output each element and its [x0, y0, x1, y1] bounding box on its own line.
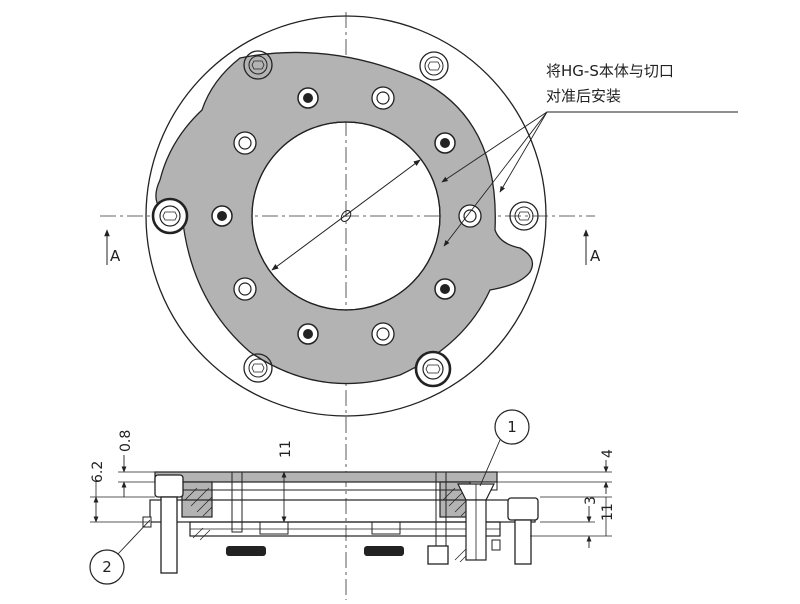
counterbore-hole-icon — [371, 86, 395, 110]
locating-screw-icon — [414, 350, 452, 388]
left-pin — [231, 471, 243, 533]
dim-4: 4 — [600, 449, 616, 458]
top-view: 将HG-S本体与切口 对准后安装 A A — [100, 12, 738, 600]
dimension-left — [90, 455, 155, 523]
counterbore-hole-icon — [434, 278, 456, 300]
counterbore-hole-icon — [233, 131, 257, 155]
callout-1-label: 1 — [507, 418, 517, 436]
left-screw-icon — [142, 474, 184, 574]
annotation-leaders — [441, 111, 738, 247]
callout-2 — [89, 519, 151, 585]
dim-11-center: 11 — [278, 440, 294, 458]
section-view: 0.8 6.2 11 4 3 11 1 — [89, 409, 616, 585]
section-pocket-right — [371, 521, 401, 535]
counterbore-hole-icon — [297, 87, 319, 109]
counterbore-hole-icon — [297, 323, 319, 345]
socket-screw-icon — [509, 201, 539, 231]
callout-2-label: 2 — [102, 558, 112, 576]
outer-socket-screws — [151, 50, 539, 388]
dim-6-2: 6.2 — [90, 461, 106, 483]
socket-screw-icon — [243, 353, 273, 383]
socket-screw-icon — [243, 50, 273, 80]
dimension-right — [497, 460, 612, 548]
socket-screw-icon — [419, 51, 449, 81]
inner-bore-circle — [251, 121, 441, 311]
locating-screw-icon — [151, 197, 189, 235]
counterbore-hole-icon — [371, 322, 395, 346]
outer-plate-circle — [145, 15, 547, 417]
ring-holes — [211, 86, 482, 346]
annotation-line-1: 将HG-S本体与切口 — [546, 62, 674, 80]
callout-1 — [479, 409, 530, 487]
section-label-right: A — [590, 247, 601, 265]
diameter-dimension-line — [271, 159, 421, 271]
counterbore-hole-icon — [233, 277, 257, 301]
counterbore-hole-icon — [458, 204, 482, 228]
dim-11-right: 11 — [600, 503, 616, 521]
dim-0-8: 0.8 — [118, 430, 134, 452]
section-label-left: A — [110, 247, 121, 265]
counterbore-hole-icon — [434, 132, 456, 154]
right-screw-icon — [507, 497, 539, 565]
countersunk-screw-icon — [457, 483, 495, 561]
annotation-line-2: 对准后安装 — [546, 87, 621, 105]
bottom-nuts — [226, 539, 501, 565]
section-pocket-left — [259, 521, 289, 535]
counterbore-hole-icon — [211, 205, 233, 227]
dim-3: 3 — [583, 496, 599, 505]
